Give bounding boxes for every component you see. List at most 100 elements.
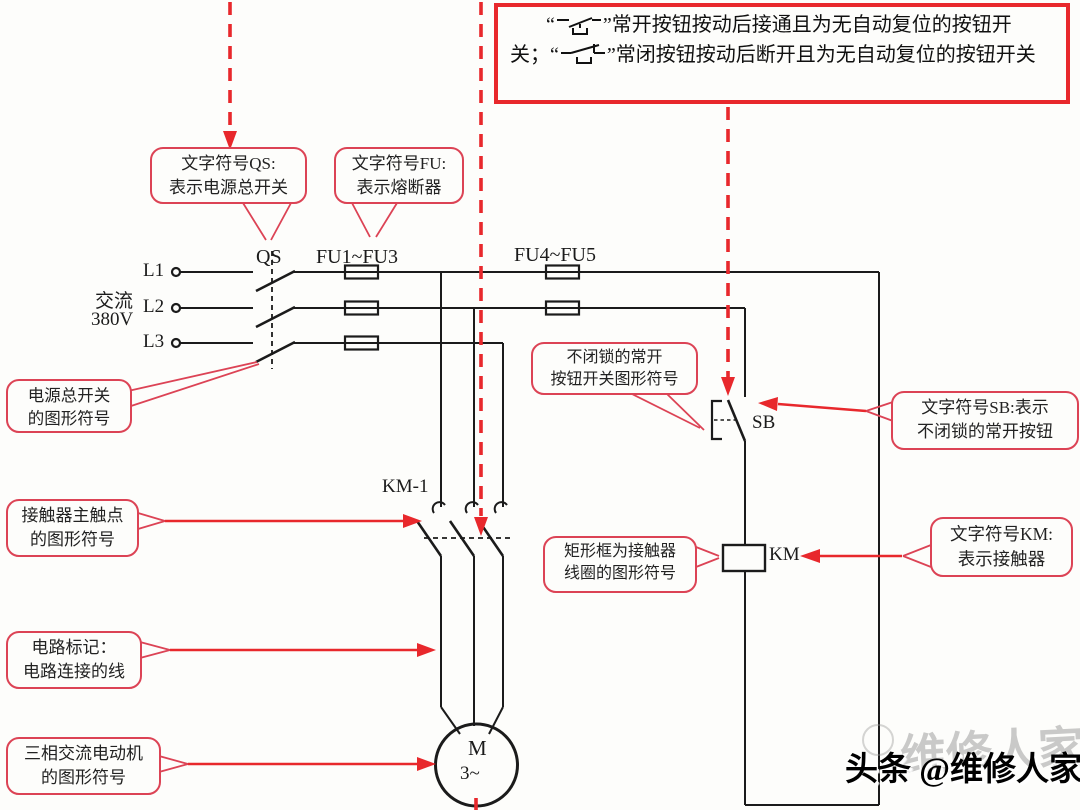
tail-km-callout — [902, 544, 932, 568]
terminal-l2 — [170, 302, 182, 314]
fuse-fu2 — [343, 300, 380, 316]
arrowhead-down-sb — [721, 377, 735, 396]
callout-power-switch-line2: 的图形符号 — [27, 409, 111, 429]
tail-sb-callout — [865, 401, 894, 422]
callout-km-line1: 文字符号KM: — [949, 524, 1054, 544]
callout-tails — [127, 202, 932, 773]
km-main-contacts-symbol — [415, 501, 512, 707]
red-arrowheads — [223, 131, 820, 771]
qs-blades — [255, 269, 296, 364]
arrowhead-down-qs — [223, 131, 237, 150]
fuse-fu1 — [343, 264, 380, 280]
motor-letter-label: M — [468, 736, 487, 760]
callout-qs: 文字符号QS: 表示电源总开关 — [150, 147, 307, 204]
callout-circuit-mark: 电路标记： 电路连接的线 — [6, 631, 142, 689]
tail-circuit-mark-callout — [139, 641, 171, 659]
contact-lower-lines — [440, 556, 504, 707]
callout-sb-line2: 不闭锁的常开按钮 — [917, 421, 1053, 441]
callout-pushbutton-symbol: 不闭锁的常开 按钮开关图形符号 — [531, 342, 698, 395]
callout-qs-line2: 表示电源总开关 — [169, 177, 288, 197]
km1-label: KM-1 — [382, 476, 429, 497]
legend-text-no: ”常开按钮按动后接通且为无自动复位的按钮开关；“ — [510, 14, 1012, 66]
tail-pushbutton-callout — [629, 392, 705, 431]
callout-qs-line1: 文字符号QS: — [181, 154, 276, 173]
callout-main-contacts: 接触器主触点 的图形符号 — [6, 499, 139, 557]
callout-power-switch-line1: 电源总开关 — [27, 386, 111, 405]
callout-motor-line2: 的图形符号 — [41, 767, 126, 787]
callout-fu-line2: 表示熔断器 — [356, 177, 442, 197]
tail-coil-callout — [695, 546, 720, 568]
nc-pushbutton-icon — [560, 44, 605, 64]
callout-km-line2: 表示接触器 — [957, 548, 1046, 569]
l3-label: L3 — [143, 331, 165, 352]
callout-fu: 文字符号FU: 表示熔断器 — [334, 147, 464, 204]
red-arrow-lines — [165, 402, 902, 766]
tail-power-switch-callout — [127, 361, 260, 408]
callout-sb: 文字符号SB:表示 不闭锁的常开按钮 — [891, 391, 1079, 450]
legend-text: “”常开按钮按动后接通且为无自动复位的按钮开关；“”常闭按钮按动后断开且为无自动… — [510, 10, 1058, 70]
callout-pushbutton-line2: 按钮开关图形符号 — [550, 371, 679, 389]
sb-actuator-bracket — [710, 399, 722, 441]
callout-main-contacts-line2: 的图形符号 — [30, 529, 115, 549]
sb-label: SB — [752, 412, 776, 433]
tail-fu-callout — [351, 202, 398, 238]
legend-text-nc: ”常闭按钮按动后断开且为无自动复位的按钮开关 — [606, 44, 1036, 66]
callout-km: 文字符号KM: 表示接触器 — [930, 517, 1073, 577]
qs-label: QS — [256, 246, 282, 268]
callout-sb-line1: 文字符号SB:表示 — [921, 398, 1049, 417]
arrowhead-motor — [417, 757, 436, 771]
arrowhead-sb-left — [758, 397, 778, 411]
callout-motor: 三相交流电动机 的图形符号 — [6, 737, 161, 795]
red-dashed-pointers — [228, 2, 730, 810]
terminal-l1 — [170, 266, 182, 278]
callout-pushbutton-line1: 不闭锁的常开 — [566, 349, 663, 366]
callout-coil-line1: 矩形框为接触器 — [563, 543, 676, 560]
callout-coil-line2: 线圈的图形符号 — [563, 565, 676, 583]
fuse-symbols — [343, 264, 581, 351]
callout-power-switch: 电源总开关 的图形符号 — [6, 379, 132, 433]
callout-motor-line1: 三相交流电动机 — [24, 744, 143, 763]
terminal-l3 — [170, 337, 182, 349]
power-lines — [170, 266, 880, 806]
callout-coil-symbol: 矩形框为接触器 线圈的图形符号 — [543, 536, 697, 593]
control-loop-right — [745, 272, 880, 806]
motor-branch-drops — [440, 272, 504, 507]
qs-switch-symbol — [255, 251, 296, 369]
callout-fu-line1: 文字符号FU: — [351, 154, 447, 173]
fuse-fu5 — [544, 300, 581, 316]
watermark-main-text: 头条 @维修人家 — [845, 752, 1080, 788]
ac-label-line1: 交流 — [95, 291, 134, 312]
tail-main-contacts-callout — [137, 512, 166, 530]
tail-qs-callout — [242, 202, 292, 241]
legend-quote-open: “ — [546, 14, 555, 36]
l1-label: L1 — [143, 260, 165, 281]
red-annotations — [127, 2, 932, 810]
tail-motor-callout — [158, 755, 189, 773]
callout-main-contacts-line1: 接触器主触点 — [21, 506, 124, 525]
sb-pushbutton-symbol — [710, 399, 747, 442]
arrowhead-km-left — [800, 549, 820, 563]
fu45-label: FU4~FU5 — [514, 244, 596, 266]
arrowhead-main-contacts — [403, 514, 422, 528]
km-label: KM — [769, 544, 800, 565]
fu123-label: FU1~FU3 — [316, 246, 398, 268]
arrowhead-down-km1 — [474, 517, 488, 536]
arrowhead-circuit-mark — [417, 643, 436, 657]
legend-box: “”常开按钮按动后接通且为无自动复位的按钮开关；“”常闭按钮按动后断开且为无自动… — [494, 3, 1070, 104]
contact-hook-3 — [493, 501, 508, 514]
km-coil-symbol — [721, 543, 767, 573]
contact-hook-1 — [431, 501, 446, 514]
motor-leads — [440, 706, 504, 735]
sb-blade — [726, 399, 747, 442]
contact-hook-2 — [464, 501, 479, 514]
no-pushbutton-icon — [556, 17, 601, 35]
fuse-fu4 — [544, 264, 581, 280]
arrow-line-sb — [777, 402, 867, 413]
watermark-logo-ghost — [862, 724, 894, 756]
callout-circuit-mark-line2: 电路连接的线 — [23, 661, 125, 681]
motor-phase-label: 3~ — [460, 763, 480, 784]
callout-circuit-mark-line1: 电路标记： — [31, 638, 117, 657]
l2-label: L2 — [143, 296, 165, 317]
